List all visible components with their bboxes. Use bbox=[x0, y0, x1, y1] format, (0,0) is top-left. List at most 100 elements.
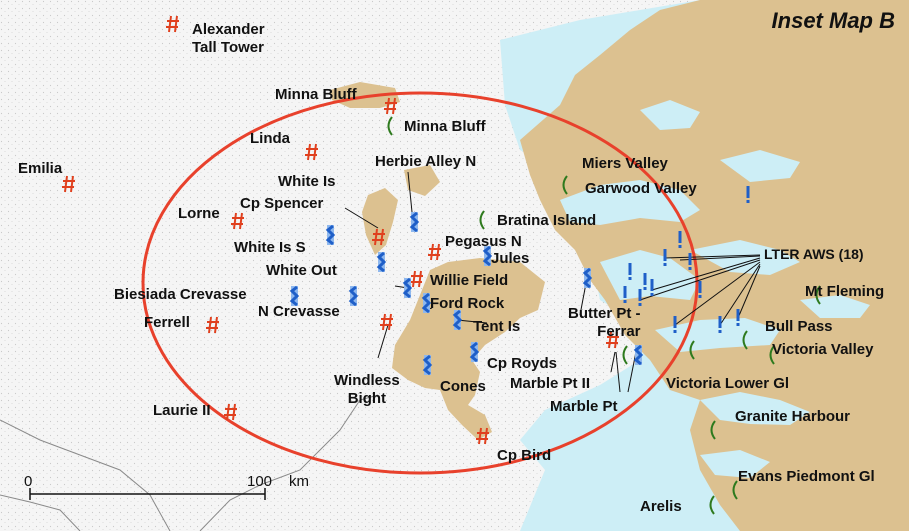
red-hash-icon bbox=[476, 427, 489, 445]
scale-start-label: 0 bbox=[24, 473, 33, 490]
green-arc-icon bbox=[815, 285, 821, 305]
green-arc-icon bbox=[710, 420, 716, 440]
blue-exclamation-icon bbox=[650, 279, 654, 296]
blue-station-icon bbox=[633, 344, 644, 366]
label-victoria-lower-gl: Victoria Lower Gl bbox=[666, 375, 790, 392]
green-arc-icon bbox=[562, 175, 568, 195]
mainland bbox=[520, 0, 909, 531]
label-biesiada-crevasse: Biesiada Crevasse bbox=[114, 286, 247, 303]
label-marble-pt-ii: Marble Pt II bbox=[510, 375, 591, 392]
red-hash-icon bbox=[166, 15, 179, 33]
label-tent-is: Tent Is bbox=[473, 318, 521, 335]
study-area-ellipse bbox=[141, 91, 699, 475]
label-n-crevasse: N Crevasse bbox=[258, 303, 340, 320]
scale-bar bbox=[29, 488, 266, 500]
glaciers bbox=[560, 100, 870, 478]
green-arc-icon bbox=[689, 340, 695, 360]
label-ford-rock: Ford Rock bbox=[430, 295, 505, 312]
green-arc-icon bbox=[709, 495, 715, 515]
green-arc-icon bbox=[622, 345, 628, 365]
label-linda: Linda bbox=[250, 130, 290, 147]
red-hash-icon bbox=[206, 316, 219, 334]
label-butter-line1: Butter Pt - bbox=[568, 305, 641, 322]
green-arc-icon bbox=[387, 116, 393, 136]
blue-exclamation-icon bbox=[638, 289, 642, 306]
green-arc-icon bbox=[479, 210, 485, 230]
label-cp-bird: Cp Bird bbox=[497, 447, 552, 464]
coastlines bbox=[0, 394, 379, 531]
label-victoria-valley: Victoria Valley bbox=[772, 341, 874, 358]
blue-exclamation-icon bbox=[628, 263, 632, 280]
green-arc-icon bbox=[769, 345, 775, 365]
label-evans-piedmont-gl: Evans Piedmont Gl bbox=[738, 468, 875, 485]
label-willie-field: Willie Field bbox=[430, 272, 509, 289]
red-hash-icon bbox=[305, 143, 318, 161]
label-butter-line2: Ferrar bbox=[597, 323, 641, 340]
blue-station-icon bbox=[421, 292, 432, 314]
red-hash-icon bbox=[384, 97, 397, 115]
blue-station-icon bbox=[376, 251, 387, 273]
white-island bbox=[362, 188, 398, 255]
blue-station-icon bbox=[452, 309, 463, 331]
blue-station-icon bbox=[582, 267, 593, 289]
label-ferrell: Ferrell bbox=[144, 314, 190, 331]
red-hash-icon bbox=[380, 313, 393, 331]
blue-exclamation-icon bbox=[746, 186, 750, 203]
label-cp-royds: Cp Royds bbox=[487, 355, 558, 372]
red-hash-icon bbox=[606, 331, 619, 349]
minna-bluff-ridge bbox=[330, 82, 400, 108]
blue-station-icon bbox=[348, 285, 359, 307]
label-butter-pt-ferrar: Butter Pt - Ferrar bbox=[568, 305, 641, 341]
label-jules: Jules bbox=[491, 250, 530, 267]
blue-station-icon bbox=[289, 285, 300, 307]
red-hash-icon bbox=[428, 243, 441, 261]
label-bratina-island: Bratina Island bbox=[497, 212, 597, 229]
label-windless-line1: Windless bbox=[334, 372, 400, 389]
blue-station-icon bbox=[469, 341, 480, 363]
label-alexander: Alexander Tall Tower bbox=[192, 21, 265, 57]
scale-end-label: 100 bbox=[247, 473, 273, 490]
label-cp-spencer: Cp Spencer bbox=[240, 195, 324, 212]
label-garwood-valley: Garwood Valley bbox=[585, 180, 697, 197]
blue-exclamation-icon bbox=[718, 316, 722, 333]
label-emilia: Emilia bbox=[18, 160, 63, 177]
blue-station-icon bbox=[325, 224, 336, 246]
label-minna-bluff-1: Minna Bluff bbox=[275, 86, 357, 103]
blue-station-icon bbox=[409, 211, 420, 233]
label-alexander-line1: Alexander bbox=[192, 21, 265, 38]
label-windless-line2: Bight bbox=[347, 390, 387, 407]
label-miers-valley: Miers Valley bbox=[582, 155, 668, 172]
label-alexander-line2: Tall Tower bbox=[192, 39, 264, 56]
red-hash-icon bbox=[224, 403, 237, 421]
green-arc-icon bbox=[732, 480, 738, 500]
label-granite-harbour: Granite Harbour bbox=[735, 408, 851, 425]
label-herbie-alley-n: Herbie Alley N bbox=[375, 153, 477, 170]
label-butter-line1-text: Butter Pt bbox=[568, 305, 632, 322]
label-laurie-ii: Laurie II bbox=[153, 402, 211, 419]
blue-exclamation-icon bbox=[698, 281, 702, 298]
green-arc-icon bbox=[742, 330, 748, 350]
label-minna-bluff-2: Minna Bluff bbox=[404, 118, 486, 135]
blue-exclamation-icon bbox=[673, 316, 677, 333]
label-white-is: White Is bbox=[278, 173, 336, 190]
blue-station-icon bbox=[482, 245, 493, 267]
label-marble-pt: Marble Pt bbox=[550, 398, 618, 415]
blue-station-icon bbox=[402, 277, 413, 299]
blue-exclamation-icon bbox=[688, 253, 692, 270]
station-markers bbox=[62, 15, 821, 515]
label-lter-aws: LTER AWS (18) bbox=[764, 246, 864, 262]
label-arelis: Arelis bbox=[640, 498, 682, 515]
label-mt-fleming: Mt Fleming bbox=[805, 283, 885, 300]
label-bull-pass: Bull Pass bbox=[765, 318, 833, 335]
scale-unit-label: km bbox=[289, 473, 309, 490]
label-windless-bight: Windless Bight bbox=[334, 372, 400, 408]
red-hash-icon bbox=[62, 175, 75, 193]
red-hash-icon bbox=[410, 270, 423, 288]
red-hash-icon bbox=[231, 212, 244, 230]
black-island bbox=[404, 165, 440, 196]
red-hash-icon bbox=[372, 228, 385, 246]
blue-station-icon bbox=[422, 354, 433, 376]
blue-exclamation-icon bbox=[736, 309, 740, 326]
